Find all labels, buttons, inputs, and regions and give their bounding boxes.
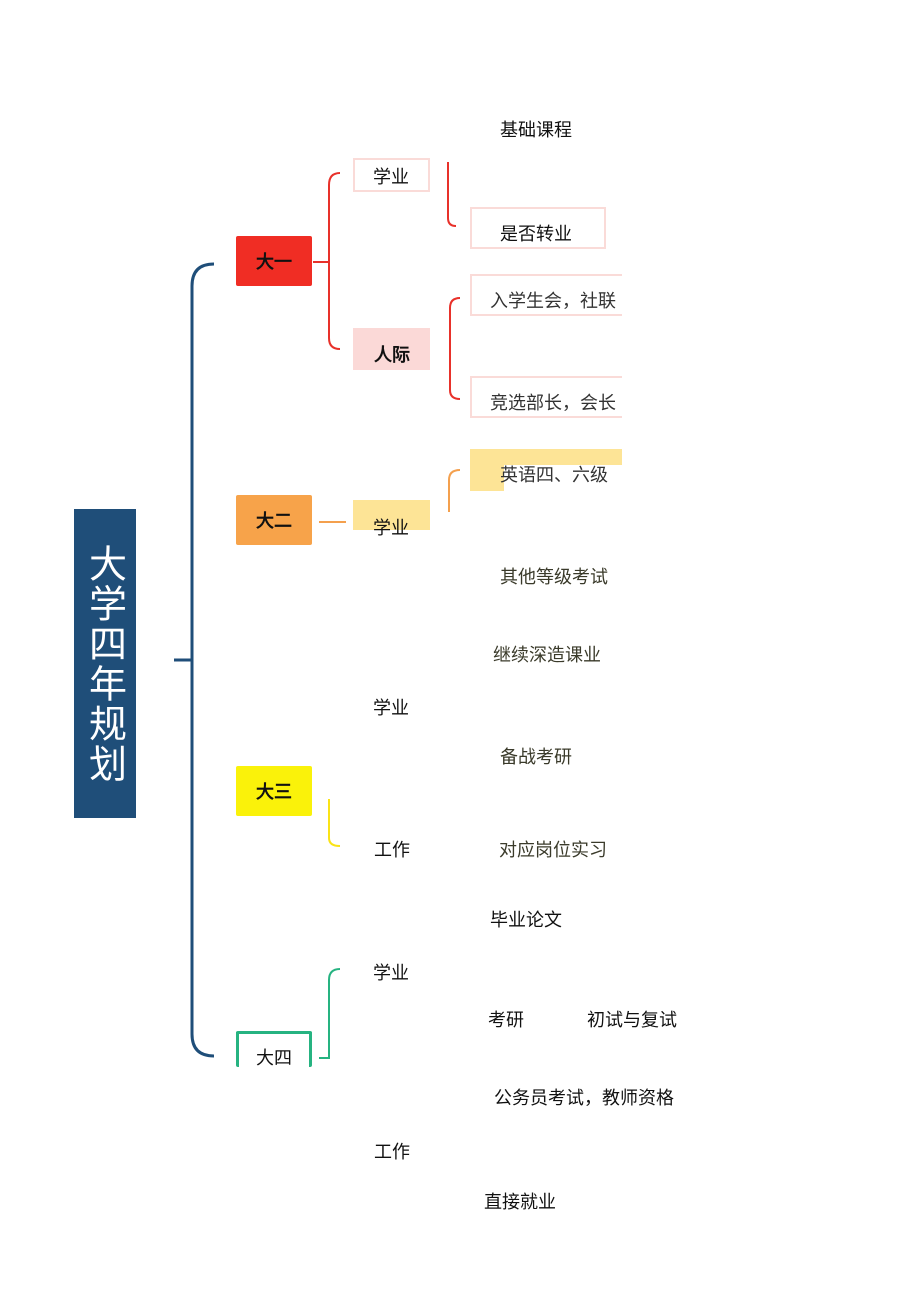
- year4-study-item-1: 毕业论文: [490, 910, 562, 931]
- year4-work-item-2: 直接就业: [484, 1192, 556, 1213]
- year4-study-label: 学业: [373, 963, 409, 984]
- year1-study-item-1: 基础课程: [500, 120, 572, 141]
- root-title: 大学四年规划: [74, 509, 136, 818]
- year1-social-item-2: 竞选部长，会长: [490, 393, 616, 414]
- year1-study-item-2-box: [470, 207, 606, 249]
- year3-study-item-1: 继续深造课业: [493, 645, 601, 666]
- year1-social-label: 人际: [374, 345, 410, 366]
- year3-work-label: 工作: [374, 840, 410, 861]
- year3-work-item-1: 对应岗位实习: [499, 840, 607, 861]
- year4-work-label: 工作: [374, 1142, 410, 1163]
- year4-study-item-2: 考研: [488, 1010, 524, 1031]
- year1-study-item-2: 是否转业: [500, 224, 572, 245]
- year1-social-node-box: [353, 328, 430, 370]
- year2-study-item-1-box-top: [470, 449, 622, 465]
- year1-social-item-2-box: [470, 376, 622, 418]
- year4-study-sub-item: 初试与复试: [587, 1010, 677, 1031]
- year2-study-node-box: [353, 500, 430, 530]
- year-node-4: 大四: [236, 1031, 312, 1069]
- year-node-1: 大一: [236, 236, 312, 286]
- year2-study-item-2: 其他等级考试: [500, 567, 608, 588]
- year1-study-node-box: [353, 158, 430, 192]
- year3-connector: [328, 799, 341, 847]
- year1-study-label: 学业: [373, 167, 409, 188]
- year3-study-label: 学业: [373, 698, 409, 719]
- year4-work-item-1: 公务员考试，教师资格: [494, 1088, 674, 1109]
- year2-study-item-1-box-left: [470, 465, 504, 491]
- year2-study-connector: [448, 469, 461, 512]
- year-node-2: 大二: [236, 495, 312, 545]
- trunk-connector: [174, 262, 215, 1058]
- year3-study-item-2: 备战考研: [500, 747, 572, 768]
- year2-study-item-1: 英语四、六级: [500, 465, 608, 486]
- year1-social-item-1-box: [470, 274, 622, 316]
- year-node-3: 大三: [236, 766, 312, 816]
- year1-social-item-1: 入学生会，社联: [490, 291, 616, 312]
- year1-study-connector: [447, 162, 457, 227]
- year1-connector: [313, 172, 341, 350]
- year1-social-connector: [449, 297, 461, 400]
- year2-study-label: 学业: [373, 518, 409, 539]
- year4-connector: [319, 968, 341, 1059]
